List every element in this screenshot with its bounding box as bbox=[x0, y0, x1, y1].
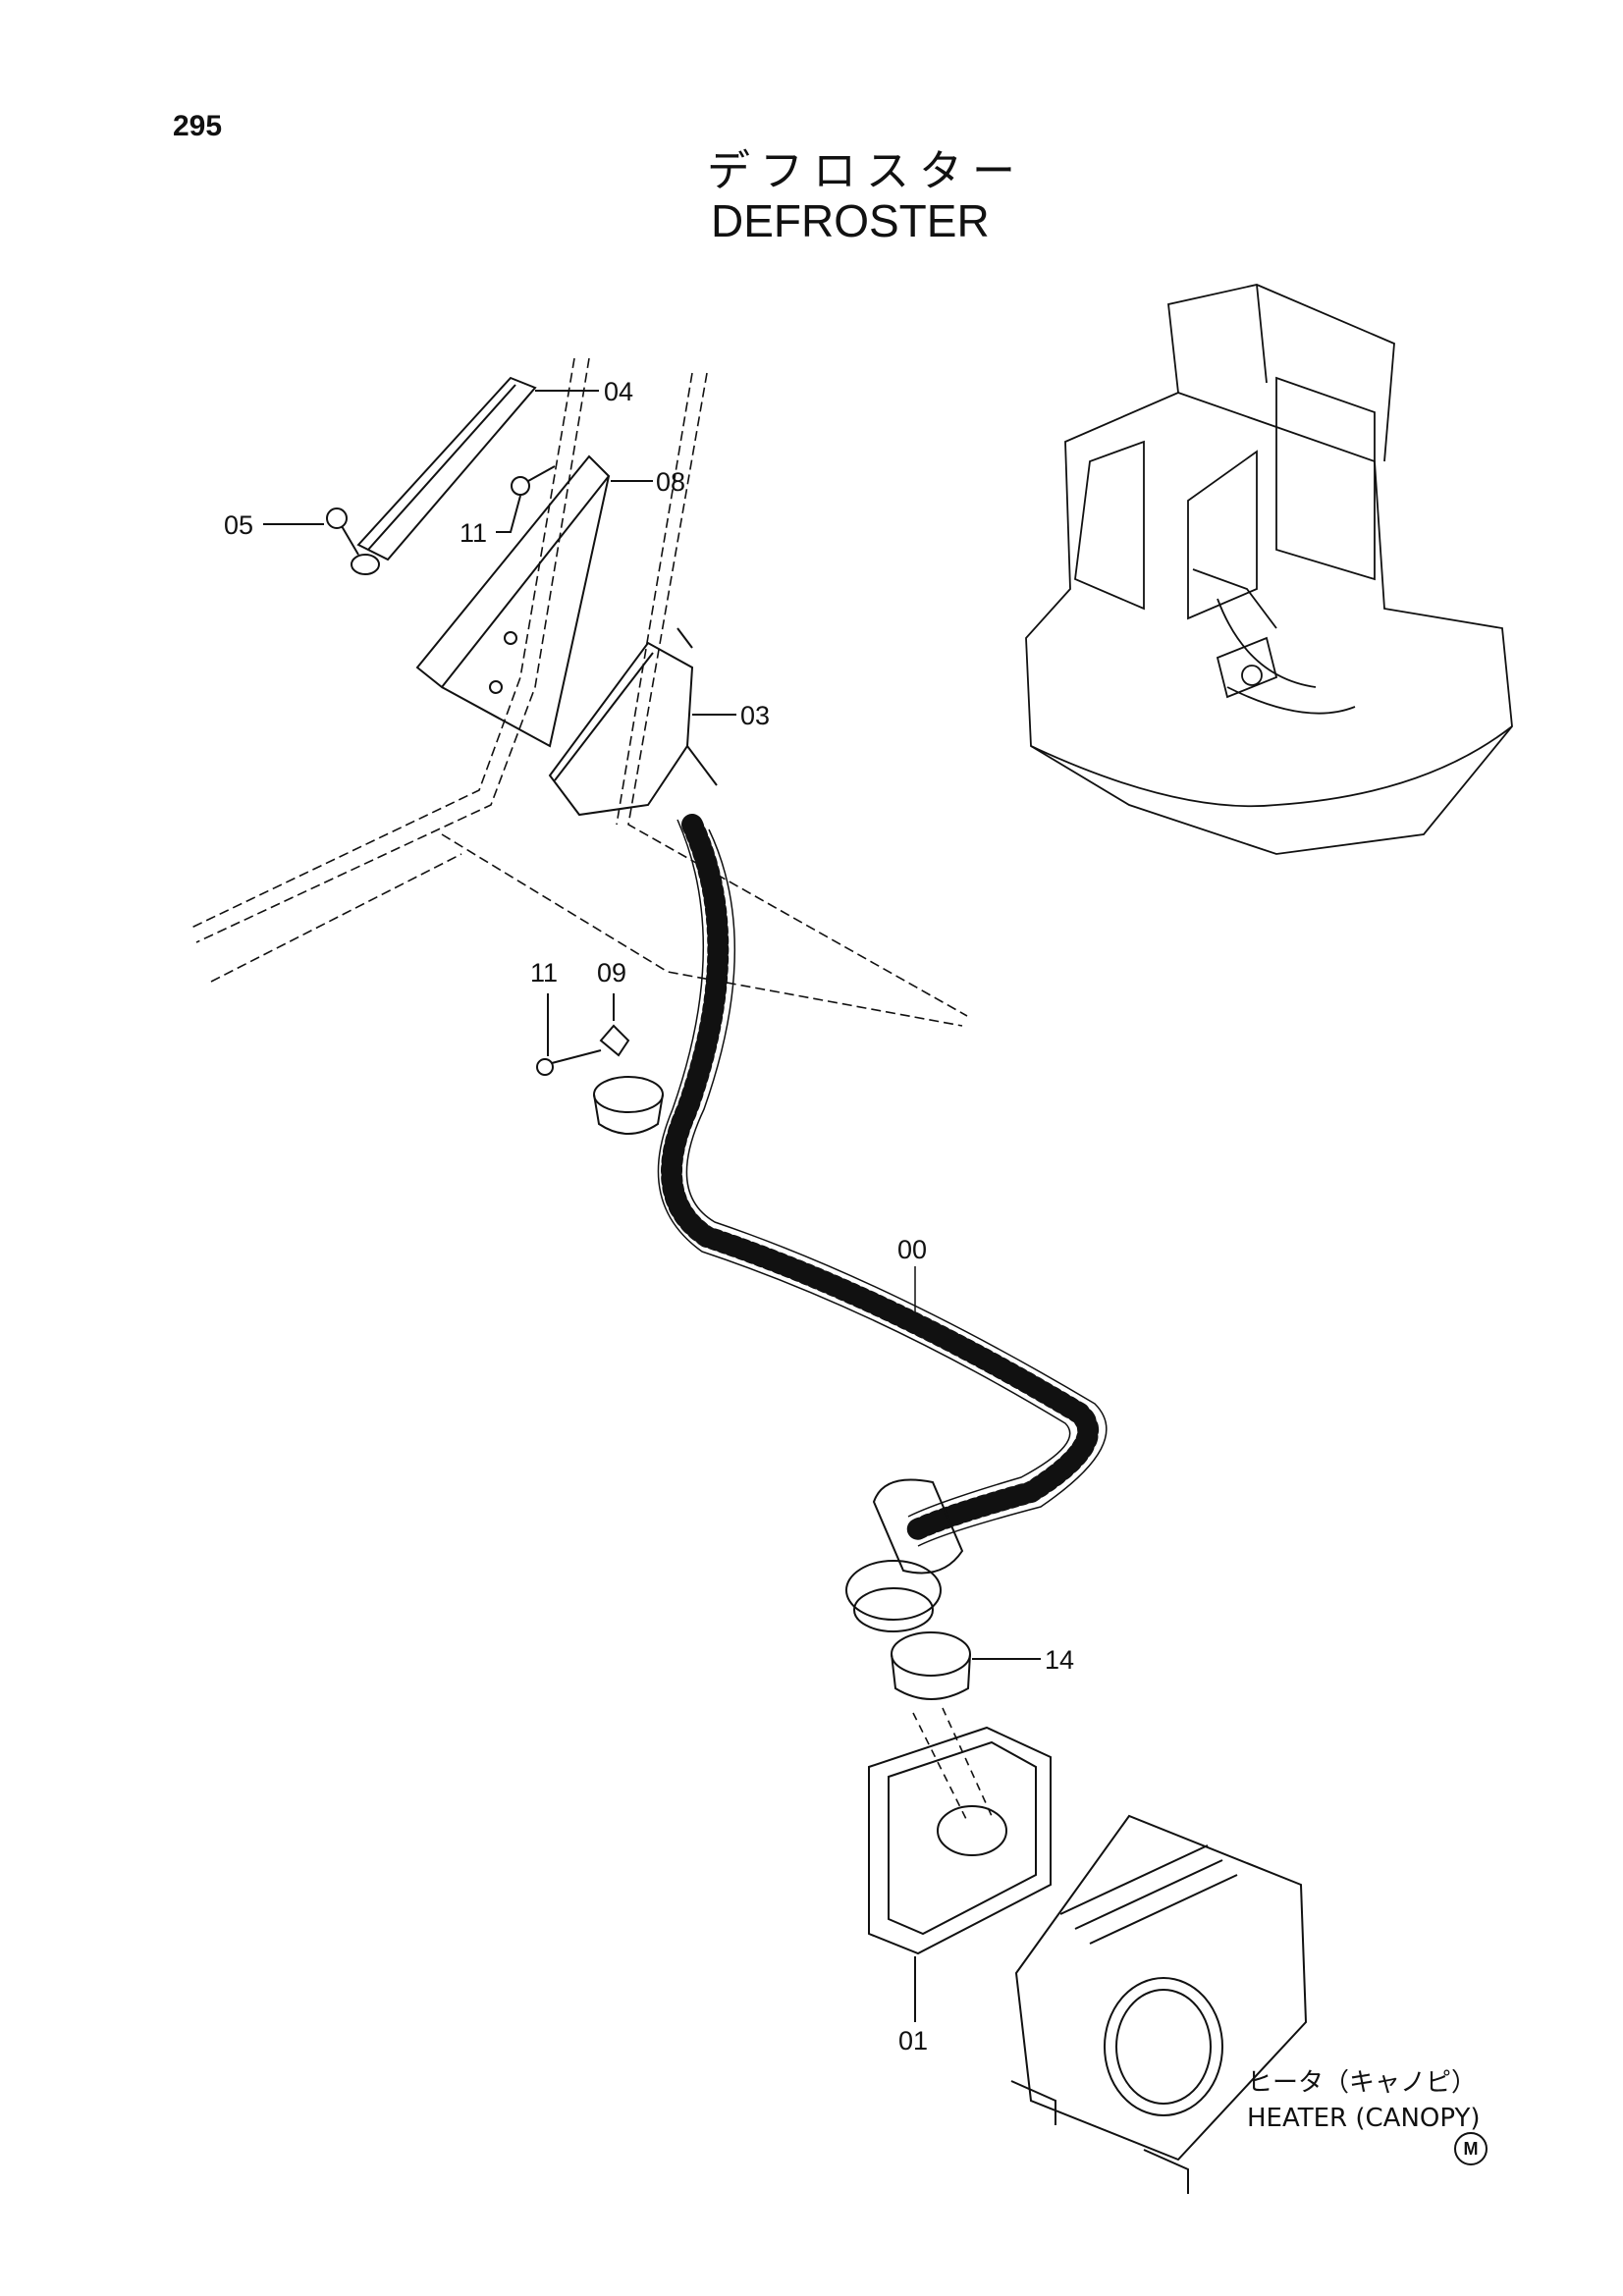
title-english: DEFROSTER bbox=[711, 195, 990, 246]
heater-note-english: HEATER (CANOPY) bbox=[1247, 2104, 1481, 2133]
part-01-adapter bbox=[868, 1726, 1052, 2022]
title-japanese: デフロスター bbox=[707, 146, 1025, 196]
callout-labels: 04 08 05 11 03 09 11 00 14 01 bbox=[224, 377, 1074, 2056]
callout-14: 14 bbox=[1045, 1645, 1074, 1675]
cab-frame-lines bbox=[190, 357, 968, 1027]
callout-00: 00 bbox=[897, 1235, 927, 1264]
heater-canopy bbox=[1010, 1814, 1308, 2194]
part-00-hose bbox=[661, 814, 1100, 1542]
callout-08: 08 bbox=[656, 467, 685, 497]
callout-04: 04 bbox=[604, 377, 633, 406]
part-09-clamp bbox=[593, 993, 664, 1135]
corner-mark: M bbox=[1454, 2132, 1488, 2165]
callout-09: 09 bbox=[597, 958, 626, 988]
part-05-bolt bbox=[263, 507, 359, 556]
part-04-nozzle bbox=[351, 376, 599, 575]
alignment-dashes bbox=[912, 1707, 993, 1822]
part-11-bolt-lower bbox=[536, 993, 602, 1076]
heater-note-japanese: ヒータ（キャノピ） bbox=[1247, 2068, 1477, 2098]
page-number: 295 bbox=[173, 110, 223, 142]
callout-05: 05 bbox=[224, 510, 253, 540]
part-03-duct-head bbox=[548, 627, 736, 817]
callout-01: 01 bbox=[898, 2026, 928, 2056]
callout-11-lower: 11 bbox=[530, 958, 558, 988]
inset-excavator-cab bbox=[1025, 284, 1513, 855]
part-11-bolt-upper bbox=[496, 465, 556, 533]
callout-03: 03 bbox=[740, 701, 770, 730]
callout-11-upper: 11 bbox=[460, 518, 487, 548]
part-00-hose-outline bbox=[657, 819, 1108, 1547]
part-08-bracket bbox=[415, 454, 653, 748]
hose-elbow bbox=[845, 1478, 964, 1632]
part-14-ring bbox=[891, 1631, 1041, 1700]
